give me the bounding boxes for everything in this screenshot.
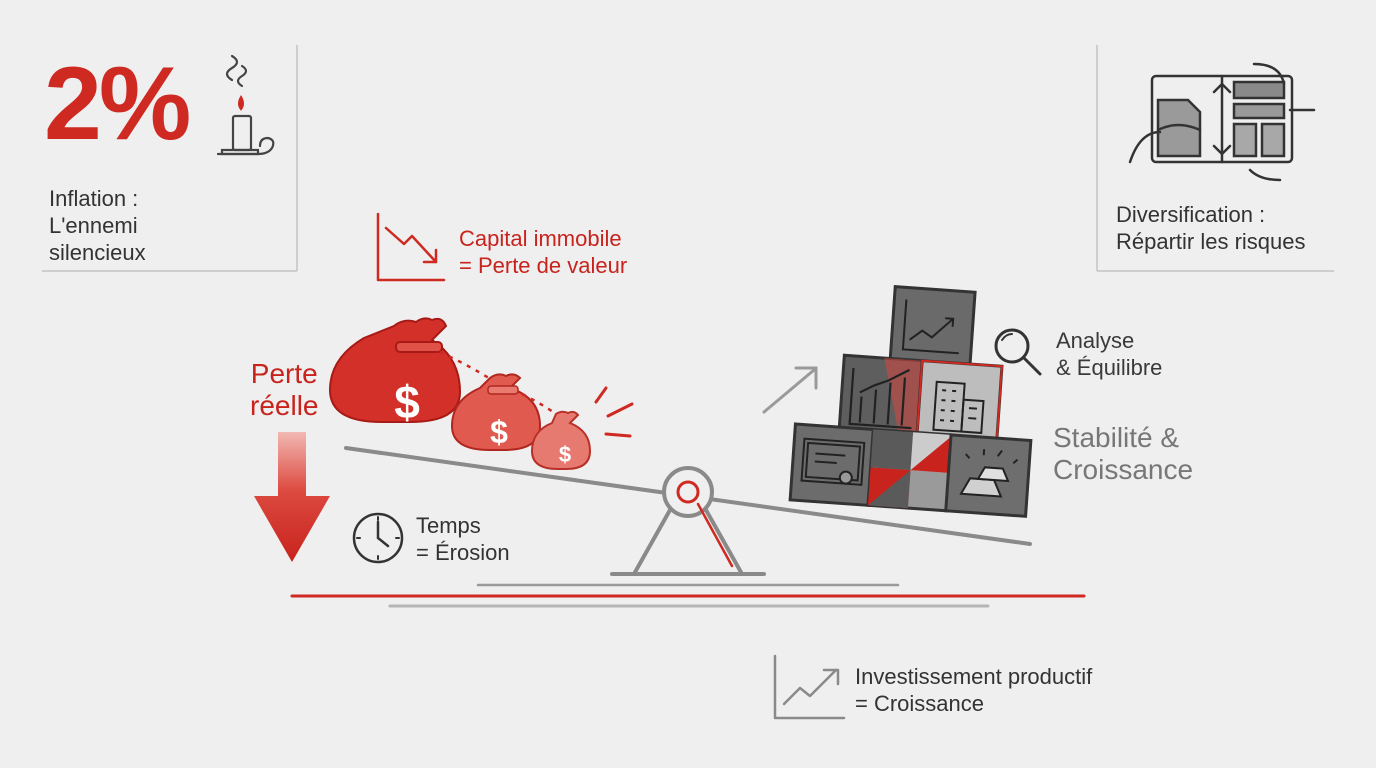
candle-icon <box>216 54 275 156</box>
block-stack <box>788 285 1033 518</box>
portfolio-icon <box>1128 62 1316 182</box>
inflation-percent: 2% <box>44 46 191 162</box>
temps-label: Temps = Érosion <box>416 513 510 565</box>
down-arrow <box>254 432 330 562</box>
diversification-box-frame <box>1096 45 1334 272</box>
seesaw <box>344 446 1032 576</box>
magnifier-icon <box>994 328 1042 376</box>
chart-up-icon <box>773 654 846 720</box>
svg-text:$: $ <box>394 376 420 428</box>
inflation-label: Inflation : L'ennemi silencieux <box>49 186 146 265</box>
svg-text:$: $ <box>559 442 571 467</box>
inflation-box-frame <box>42 45 298 272</box>
svg-text:$: $ <box>490 414 508 450</box>
stabilite-label: Stabilité & Croissance <box>1053 422 1194 485</box>
spark-lines <box>594 386 634 438</box>
perte-label: Perte réelle <box>250 358 319 421</box>
diversification-label: Diversification : Répartir les risques <box>1116 202 1306 254</box>
chart-up-icon <box>901 299 959 355</box>
investissement-label: Investissement productif = Croissance <box>855 664 1093 716</box>
certificate-icon <box>800 437 866 486</box>
chart-up-icon <box>848 367 912 430</box>
analyse-label: Analyse & Équilibre <box>1056 328 1163 380</box>
up-arrow <box>762 366 818 414</box>
building-icon <box>932 380 985 435</box>
gold-bars-icon <box>959 449 1019 498</box>
money-bag-icon: $ <box>450 373 542 451</box>
money-bag-icon: $ <box>530 410 592 470</box>
money-bag-icon: $ <box>328 317 462 428</box>
ground-lines <box>290 583 1086 608</box>
capital-label: Capital immobile = Perte de valeur <box>459 226 628 278</box>
chart-down-icon <box>376 212 446 282</box>
clock-icon <box>352 512 404 564</box>
dotted-trail <box>439 350 557 416</box>
